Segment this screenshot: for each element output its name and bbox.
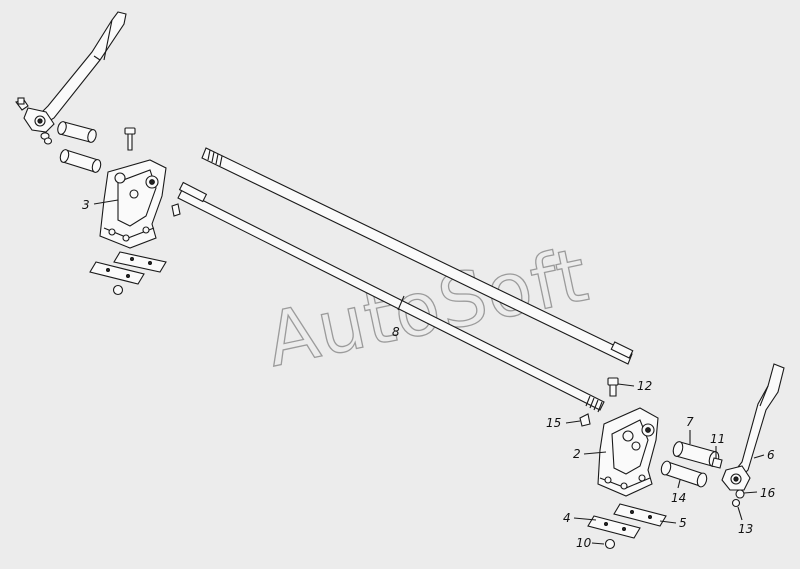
washer-13 — [731, 498, 741, 508]
right-lever — [721, 363, 785, 491]
plate-4 — [587, 515, 641, 539]
callout-labels: 3 8 12 15 2 7 11 6 16 14 13 4 5 10 — [82, 198, 776, 550]
left-bracket — [99, 159, 167, 249]
callout-7: 7 — [686, 415, 694, 429]
callout-15: 15 — [546, 416, 561, 430]
callout-4: 4 — [563, 511, 571, 525]
left-lever — [15, 11, 127, 133]
left-bolt — [124, 127, 136, 151]
left-nut — [112, 284, 124, 296]
callout-8: 8 — [392, 325, 400, 339]
callout-13: 13 — [738, 522, 753, 536]
left-bushing-lower — [59, 149, 102, 173]
bolt-12 — [607, 377, 619, 397]
callout-6: 6 — [767, 448, 775, 462]
callout-11: 11 — [710, 432, 725, 446]
part-11-pin — [711, 457, 723, 469]
nut-10 — [604, 538, 616, 550]
left-bushing-upper — [57, 121, 97, 143]
plate-5 — [613, 503, 667, 527]
rod-8 — [177, 181, 605, 413]
callout-3: 3 — [82, 198, 90, 212]
bushing-14 — [660, 460, 708, 488]
callout-2: 2 — [573, 447, 581, 461]
right-bracket — [597, 407, 659, 497]
left-plate-lower — [89, 261, 145, 285]
left-washer — [40, 132, 53, 145]
callout-10: 10 — [576, 536, 592, 550]
callout-5: 5 — [679, 516, 687, 530]
left-screw — [171, 203, 181, 217]
callout-12: 12 — [637, 379, 652, 393]
left-plate-upper — [113, 251, 167, 273]
callout-14: 14 — [671, 491, 686, 505]
upper-rod — [201, 147, 634, 365]
leader-lines — [93, 199, 765, 545]
screw-15 — [579, 413, 591, 427]
nut-16 — [735, 489, 745, 499]
callout-16: 16 — [760, 486, 776, 500]
